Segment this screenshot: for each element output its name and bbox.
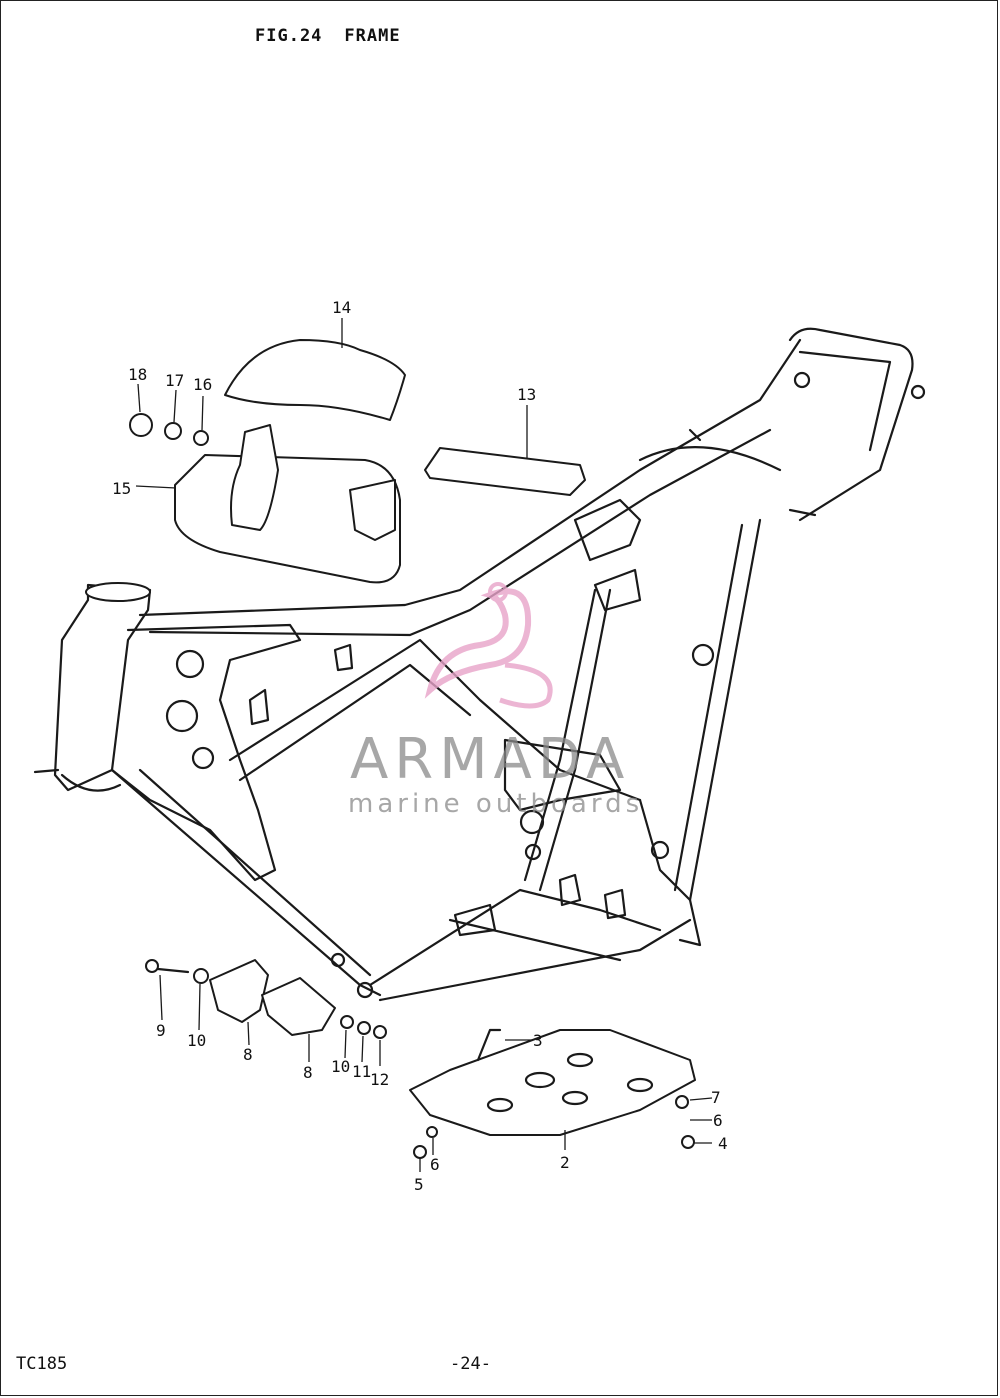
callout-15: 15 [112, 479, 131, 498]
callout-18: 18 [128, 365, 147, 384]
callout-12: 12 [370, 1070, 389, 1089]
callout-10-right: 10 [331, 1057, 350, 1076]
page-number: -24- [450, 1354, 491, 1374]
frame-drawing [33, 327, 926, 1002]
figure-title: FIG.24 FRAME [255, 26, 423, 46]
callout-14: 14 [332, 298, 351, 317]
callout-16: 16 [193, 375, 212, 394]
watermark: ARMADA marine outboards [348, 582, 643, 819]
callout-5: 5 [414, 1175, 424, 1194]
callout-6-right: 6 [713, 1111, 723, 1130]
callout-leaders [135, 318, 713, 1172]
callout-2: 2 [560, 1153, 570, 1172]
part-14-pad [224, 339, 406, 421]
figure-name: FRAME [344, 26, 401, 46]
callout-13: 13 [517, 385, 536, 404]
skid-plate-hardware [413, 1028, 695, 1159]
callout-9: 9 [156, 1021, 166, 1040]
callout-4: 4 [718, 1134, 728, 1153]
parts-16-18-hardware [129, 413, 209, 446]
model-code: TC185 [16, 1354, 68, 1374]
callout-6-left: 6 [430, 1155, 440, 1174]
part-2-skid-plate [409, 1029, 696, 1136]
part-13-strap [424, 447, 586, 496]
mount-plates-hardware [145, 959, 387, 1039]
callout-8-left: 8 [243, 1045, 253, 1064]
armada-logo-icon [424, 582, 553, 709]
figure-number: FIG.24 [255, 26, 323, 46]
callout-8-right: 8 [303, 1063, 313, 1082]
callout-10-left: 10 [187, 1031, 206, 1050]
watermark-tagline: marine outboards [348, 789, 643, 819]
callout-7: 7 [711, 1088, 721, 1107]
callout-3: 3 [533, 1031, 543, 1050]
watermark-brand: ARMADA [350, 727, 630, 792]
callout-17: 17 [165, 371, 184, 390]
callout-11: 11 [352, 1062, 371, 1081]
part-15-toolbox [174, 424, 401, 584]
callout-labels: 14 13 18 17 16 15 2 3 4 6 7 5 6 9 10 8 8… [112, 298, 728, 1194]
